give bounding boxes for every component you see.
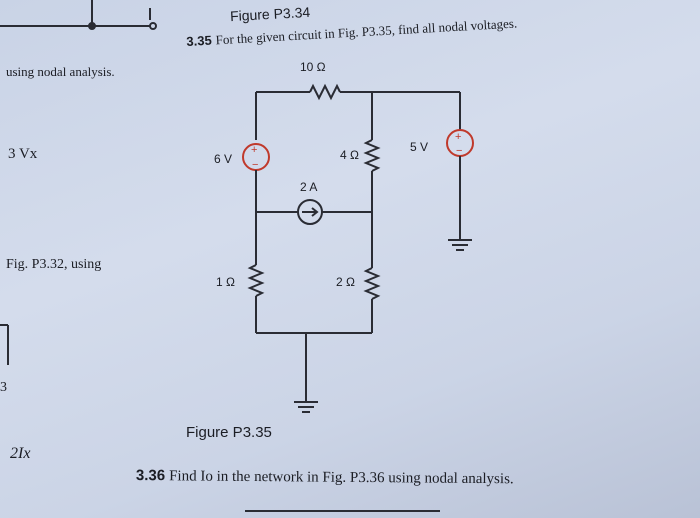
minus-sign: − xyxy=(252,159,258,171)
left-text-line: 3 xyxy=(0,380,7,395)
problem-number: 3.35 xyxy=(186,32,213,49)
plus-sign: + xyxy=(251,144,257,156)
figure-caption-p3-35: Figure P3.35 xyxy=(186,424,272,441)
left-text-line: 2Ix xyxy=(10,445,31,462)
current-arrow-head xyxy=(311,207,319,217)
plus-sign: + xyxy=(455,131,461,143)
left-text-line: using nodal analysis. xyxy=(6,64,115,79)
resistor-10-ohm xyxy=(309,83,341,101)
resistor-2-ohm xyxy=(363,267,381,300)
resistor-1-ohm xyxy=(247,264,265,297)
resistor-4-ohm xyxy=(363,139,381,172)
problem-text: Find Io in the network in Fig. P3.36 usi… xyxy=(169,468,514,488)
minus-sign: − xyxy=(456,145,462,157)
terminal-circle xyxy=(149,22,157,30)
label-5v: 5 V xyxy=(410,140,429,154)
node-dot xyxy=(88,22,96,30)
label-4-ohm: 4 Ω xyxy=(340,148,359,162)
left-text-line: 3 Vx xyxy=(8,146,38,162)
label-2-ohm: 2 Ω xyxy=(336,275,355,289)
problem-number: 3.36 xyxy=(135,467,166,485)
label-1-ohm: 1 Ω xyxy=(216,275,235,289)
label-r-top: 10 Ω xyxy=(300,60,326,74)
label-2a: 2 A xyxy=(300,180,318,194)
label-6v: 6 V xyxy=(214,152,233,166)
left-text-line: Fig. P3.32, using xyxy=(6,257,102,272)
